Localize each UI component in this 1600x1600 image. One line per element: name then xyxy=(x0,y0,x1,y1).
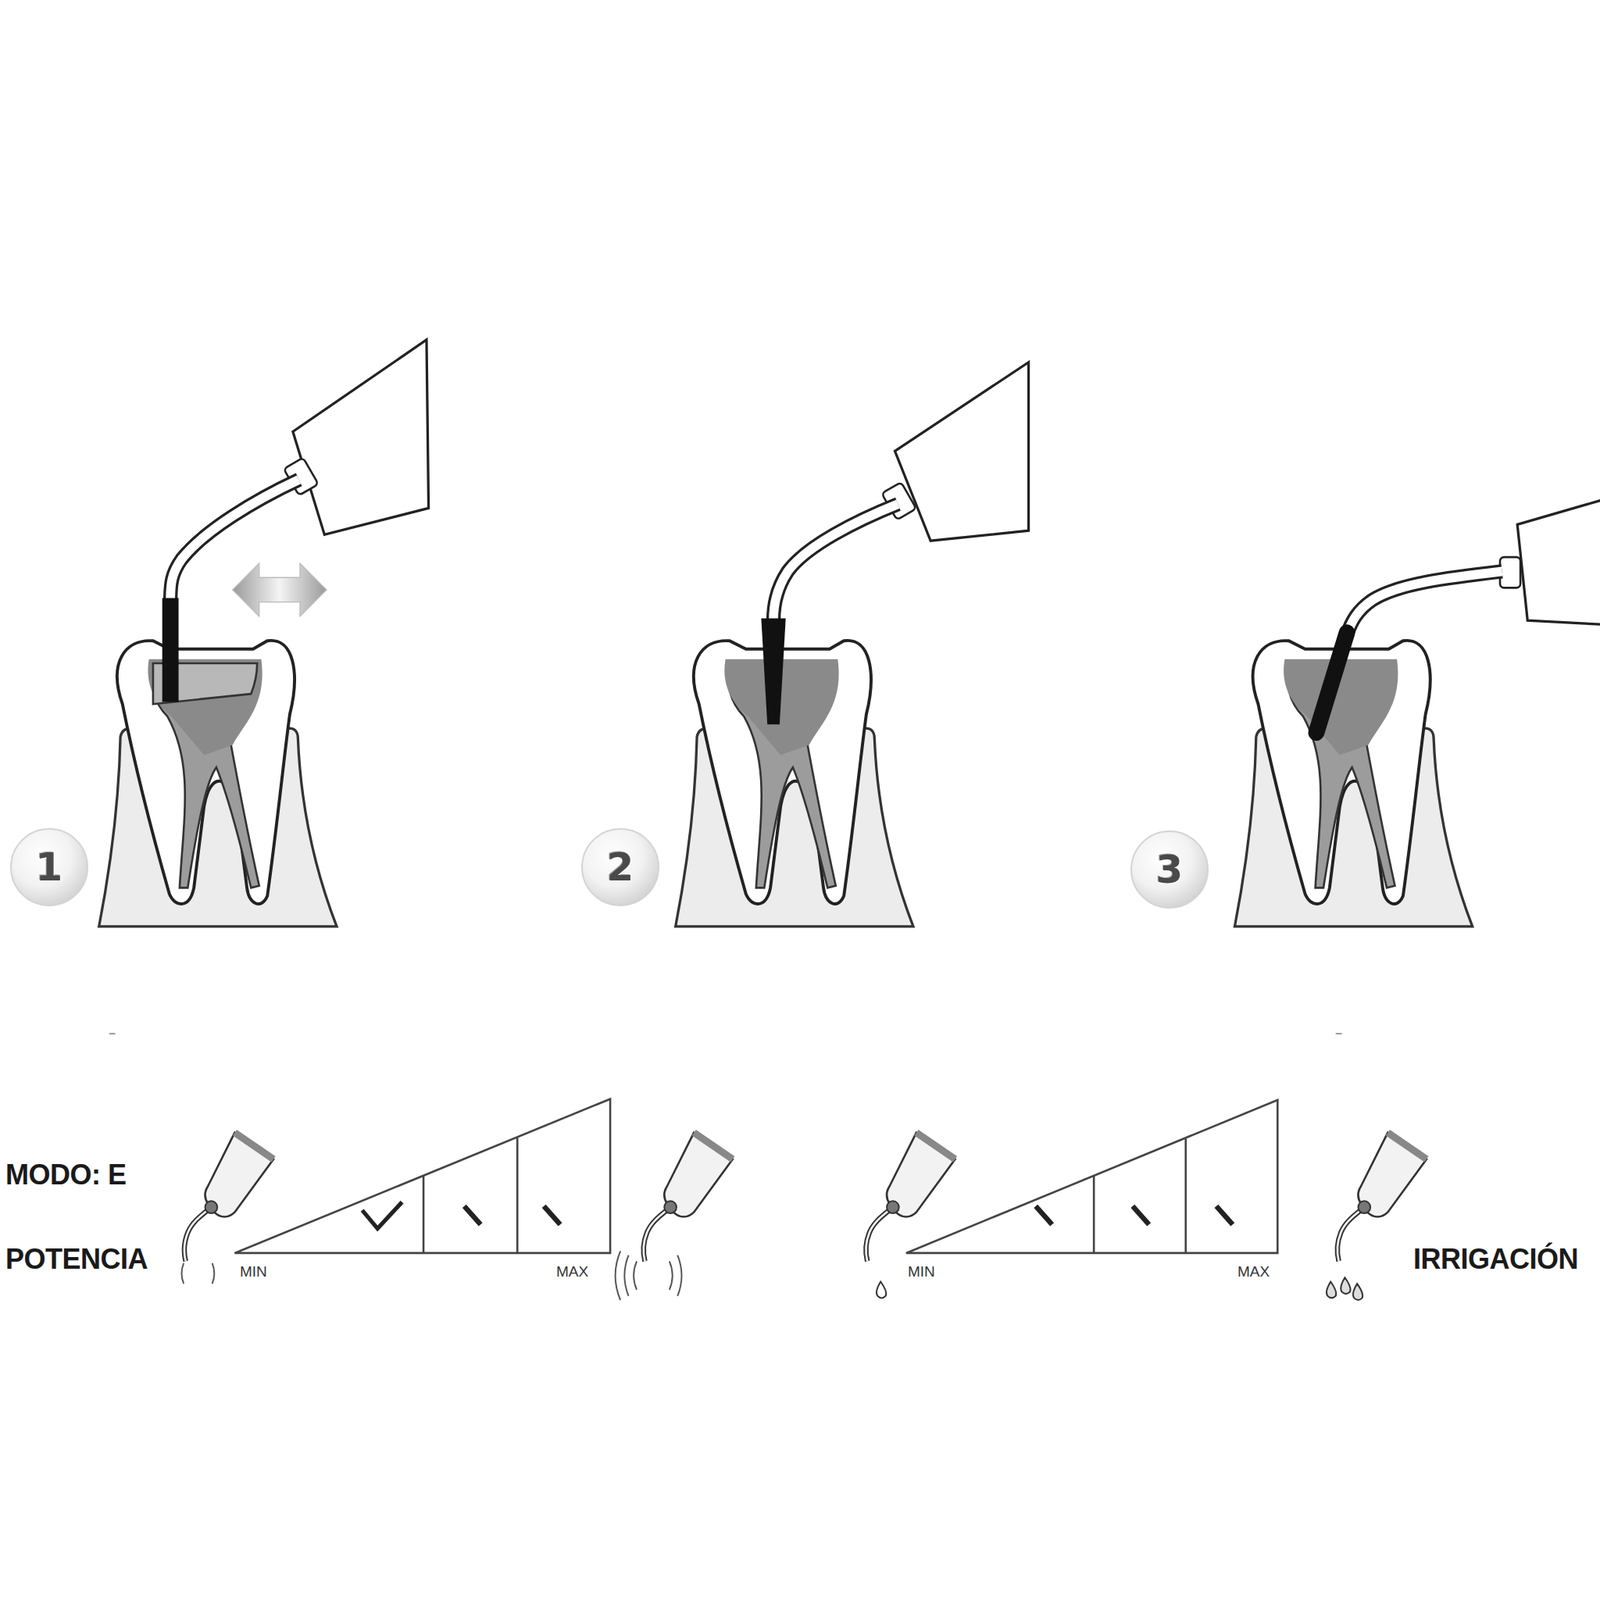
step-number-badge: 3 xyxy=(1130,830,1209,909)
handpiece xyxy=(894,362,1029,542)
tooth xyxy=(675,640,914,927)
step-number-badge: 1 xyxy=(10,828,89,907)
step-number-badge: 2 xyxy=(581,828,660,907)
scale-max: MAX xyxy=(556,1264,589,1281)
scale-min: MIN xyxy=(239,1264,268,1281)
handpiece xyxy=(1517,500,1600,625)
mode-label: MODO: E xyxy=(5,1159,127,1191)
tooth xyxy=(1234,640,1472,927)
power-scale xyxy=(234,1099,611,1254)
tooth xyxy=(99,640,337,927)
callout-number: 1 xyxy=(35,847,64,887)
callout-number: 3 xyxy=(1156,850,1184,890)
irrigation-scale xyxy=(906,1100,1278,1254)
scale-min: MIN xyxy=(907,1264,936,1281)
check-mark xyxy=(362,1202,403,1229)
scale-max: MAX xyxy=(1237,1264,1270,1281)
movement-arrow xyxy=(232,563,327,617)
irrigation-label: IRRIGACIÓN xyxy=(1413,1243,1579,1275)
handpiece xyxy=(292,339,429,535)
power-label: POTENCIA xyxy=(5,1243,148,1275)
callout-number: 2 xyxy=(607,847,635,887)
